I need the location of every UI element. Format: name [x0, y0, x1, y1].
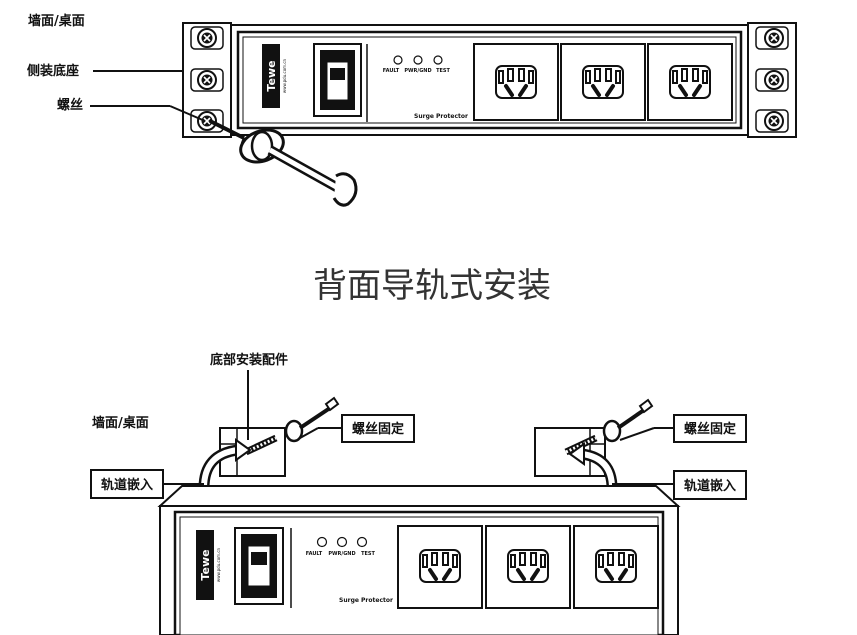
label-screw-fix-right: 螺丝固定	[619, 414, 747, 443]
screw-right-icon	[564, 398, 654, 456]
screw-left-icon	[244, 396, 340, 456]
svg-text:www.pdu.com.cn: www.pdu.com.cn	[282, 58, 287, 93]
label-wall-bottom: 墙面/桌面	[92, 415, 149, 431]
power-switch	[313, 43, 362, 117]
logo: Tewe www.pdu.com.cn	[196, 530, 221, 600]
outlets	[397, 525, 659, 609]
svg-text:PWR/GND: PWR/GND	[328, 551, 355, 557]
svg-text:FAULT: FAULT	[383, 68, 400, 74]
rail-arrow-left-icon	[198, 438, 252, 489]
label-side-base: 侧装底座	[27, 63, 79, 79]
svg-text:螺丝固定: 螺丝固定	[352, 421, 404, 437]
power-switch	[234, 527, 284, 605]
screw-icon	[764, 70, 784, 90]
svg-text:轨道嵌入: 轨道嵌入	[684, 478, 736, 494]
screw-icon	[197, 70, 217, 90]
logo: Tewe www.pdu.com.cn	[262, 44, 287, 108]
top-section: Tewe www.pdu.com.cn FAULT PWR/GND TEST S…	[27, 13, 797, 207]
svg-text:TEST: TEST	[436, 68, 450, 74]
label-bottom-bracket: 底部安装配件	[210, 352, 288, 368]
svg-text:TEST: TEST	[361, 551, 375, 557]
label-rail-right: 轨道嵌入	[612, 470, 747, 500]
label-rail-left: 轨道嵌入	[90, 469, 204, 499]
indicator-leds: FAULT PWR/GND TEST Surge Protector	[383, 55, 468, 120]
svg-text:Tewe: Tewe	[199, 549, 212, 580]
svg-text:螺丝固定: 螺丝固定	[684, 421, 736, 437]
power-strip-bottom: Tewe www.pdu.com.cn FAULT PWR/GND TEST S…	[157, 485, 681, 635]
svg-text:Surge Protector: Surge Protector	[339, 597, 393, 604]
screw-icon	[764, 111, 784, 131]
svg-text:Tewe: Tewe	[265, 60, 278, 91]
label-screw-fix-left: 螺丝固定	[299, 414, 415, 443]
rail-arrow-right-icon	[568, 442, 618, 489]
label-wall-top: 墙面/桌面	[28, 13, 85, 29]
right-side-bracket	[747, 22, 797, 138]
indicator-leds: FAULT PWR/GND TEST Surge Protector	[306, 536, 393, 604]
svg-text:Surge Protector: Surge Protector	[414, 113, 468, 120]
label-screw: 螺丝	[57, 97, 83, 113]
outlets	[473, 43, 733, 121]
bottom-section: Tewe www.pdu.com.cn FAULT PWR/GND TEST S…	[90, 352, 747, 635]
svg-text:PWR/GND: PWR/GND	[404, 68, 431, 74]
svg-text:www.pdu.com.cn: www.pdu.com.cn	[216, 547, 221, 582]
svg-text:FAULT: FAULT	[306, 551, 323, 557]
screwdriver-icon	[209, 119, 358, 207]
power-strip-top: Tewe www.pdu.com.cn FAULT PWR/GND TEST S…	[230, 24, 749, 136]
screw-icon	[197, 28, 217, 48]
svg-text:轨道嵌入: 轨道嵌入	[101, 477, 153, 493]
section-title: 背面导轨式安装	[313, 266, 551, 306]
screw-icon	[764, 28, 784, 48]
left-side-bracket	[182, 22, 232, 138]
